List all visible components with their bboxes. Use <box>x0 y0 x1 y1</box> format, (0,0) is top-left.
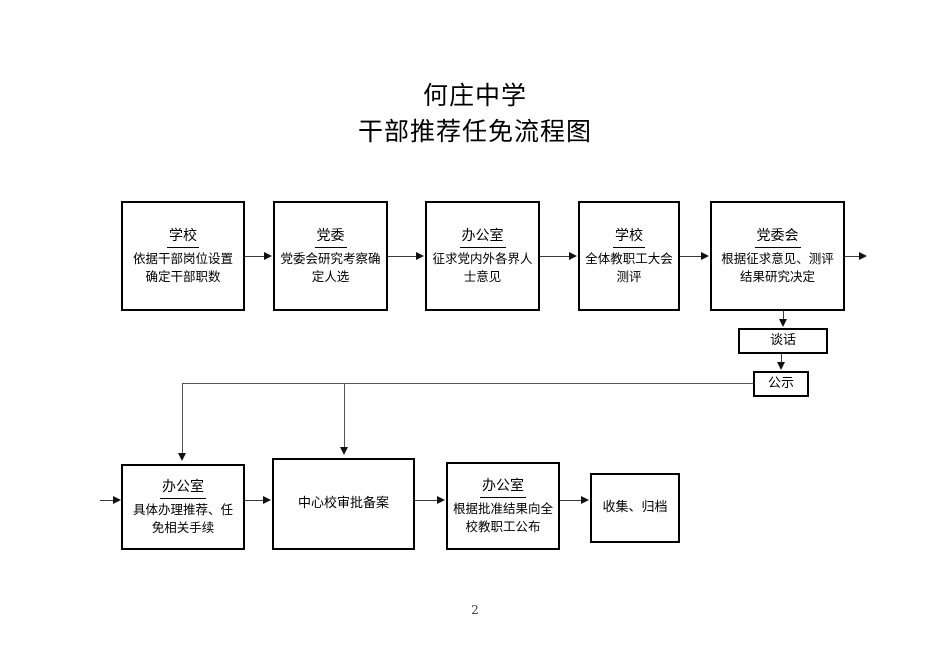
arrowhead-n5-stub <box>859 252 867 260</box>
arrowhead-n9-n10 <box>437 496 445 504</box>
node-body: 依据干部岗位设置确定干部职数 <box>132 250 233 284</box>
arrowhead-bus-n8 <box>178 453 186 461</box>
node-body: 具体办理推荐、任免相关手续 <box>132 501 233 535</box>
connector-n2-n3 <box>388 256 417 257</box>
arrowhead-n1-n2 <box>264 252 272 260</box>
flow-node-office-announce: 办公室 根据批准结果向全校教职工公布 <box>446 462 560 550</box>
node-head: 办公室 <box>459 227 506 248</box>
node-body: 谈话 <box>769 333 796 348</box>
connector-bus-n9 <box>344 383 345 448</box>
connector-notice-bus <box>182 383 753 384</box>
flow-node-office-opinions: 办公室 征求党内外各界人士意见 <box>425 201 540 311</box>
node-body: 党委会研究考察确定人选 <box>280 250 381 284</box>
arrowhead-in-n8 <box>113 496 121 504</box>
flow-node-school-posts: 学校 依据干部岗位设置确定干部职数 <box>121 201 245 311</box>
flow-node-interview: 谈话 <box>738 328 828 354</box>
node-body: 公示 <box>767 376 794 391</box>
flow-node-party-committee: 党委 党委会研究考察确定人选 <box>273 201 388 311</box>
connector-bus-n8 <box>182 383 183 454</box>
flow-node-school-assessment: 学校 全体教职工大会测评 <box>578 201 680 311</box>
connector-n8-n9 <box>245 500 264 501</box>
node-head: 学校 <box>613 227 645 248</box>
connector-interview-notice <box>781 354 782 363</box>
connector-n5-interview <box>783 311 784 320</box>
arrowhead-n5-interview <box>779 319 787 327</box>
node-body: 根据批准结果向全校教职工公布 <box>453 500 554 534</box>
node-head: 学校 <box>167 227 199 248</box>
connector-in-n8 <box>100 500 114 501</box>
connector-n9-n10 <box>415 500 438 501</box>
page-number: 2 <box>471 603 479 617</box>
node-body: 中心校审批备案 <box>297 496 389 511</box>
title-line-2: 干部推荐任免流程图 <box>357 117 592 146</box>
flow-node-office-procedures: 办公室 具体办理推荐、任免相关手续 <box>121 464 245 550</box>
arrowhead-n2-n3 <box>416 252 424 260</box>
connector-n10-n11 <box>560 500 582 501</box>
node-head: 党委 <box>314 227 347 248</box>
node-body: 根据征求意见、测评结果研究决定 <box>721 250 834 284</box>
arrowhead-n4-n5 <box>701 252 709 260</box>
node-body: 收集、归档 <box>602 500 668 515</box>
flow-node-party-committee-decision: 党委会 根据征求意见、测评结果研究决定 <box>710 201 845 311</box>
node-body: 征求党内外各界人士意见 <box>432 250 533 284</box>
flow-node-central-school-approval: 中心校审批备案 <box>272 458 415 550</box>
connector-n4-n5 <box>680 256 702 257</box>
connector-n1-n2 <box>245 256 265 257</box>
arrowhead-n3-n4 <box>569 252 577 260</box>
node-body: 全体教职工大会测评 <box>585 250 673 284</box>
arrowhead-bus-n9 <box>340 447 348 455</box>
arrowhead-n8-n9 <box>263 496 271 504</box>
arrowhead-n10-n11 <box>581 496 589 504</box>
arrowhead-interview-notice <box>777 362 785 370</box>
node-head: 办公室 <box>480 477 526 498</box>
connector-n5-stub <box>845 256 860 257</box>
node-head: 办公室 <box>160 478 206 499</box>
connector-n3-n4 <box>540 256 570 257</box>
node-head: 党委会 <box>754 227 801 248</box>
flow-node-collect-archive: 收集、归档 <box>590 473 680 543</box>
title-line-1: 何庄中学 <box>422 81 527 110</box>
page-title: 何庄中学 干部推荐任免流程图 <box>0 78 950 150</box>
flow-node-public-notice: 公示 <box>753 371 809 397</box>
